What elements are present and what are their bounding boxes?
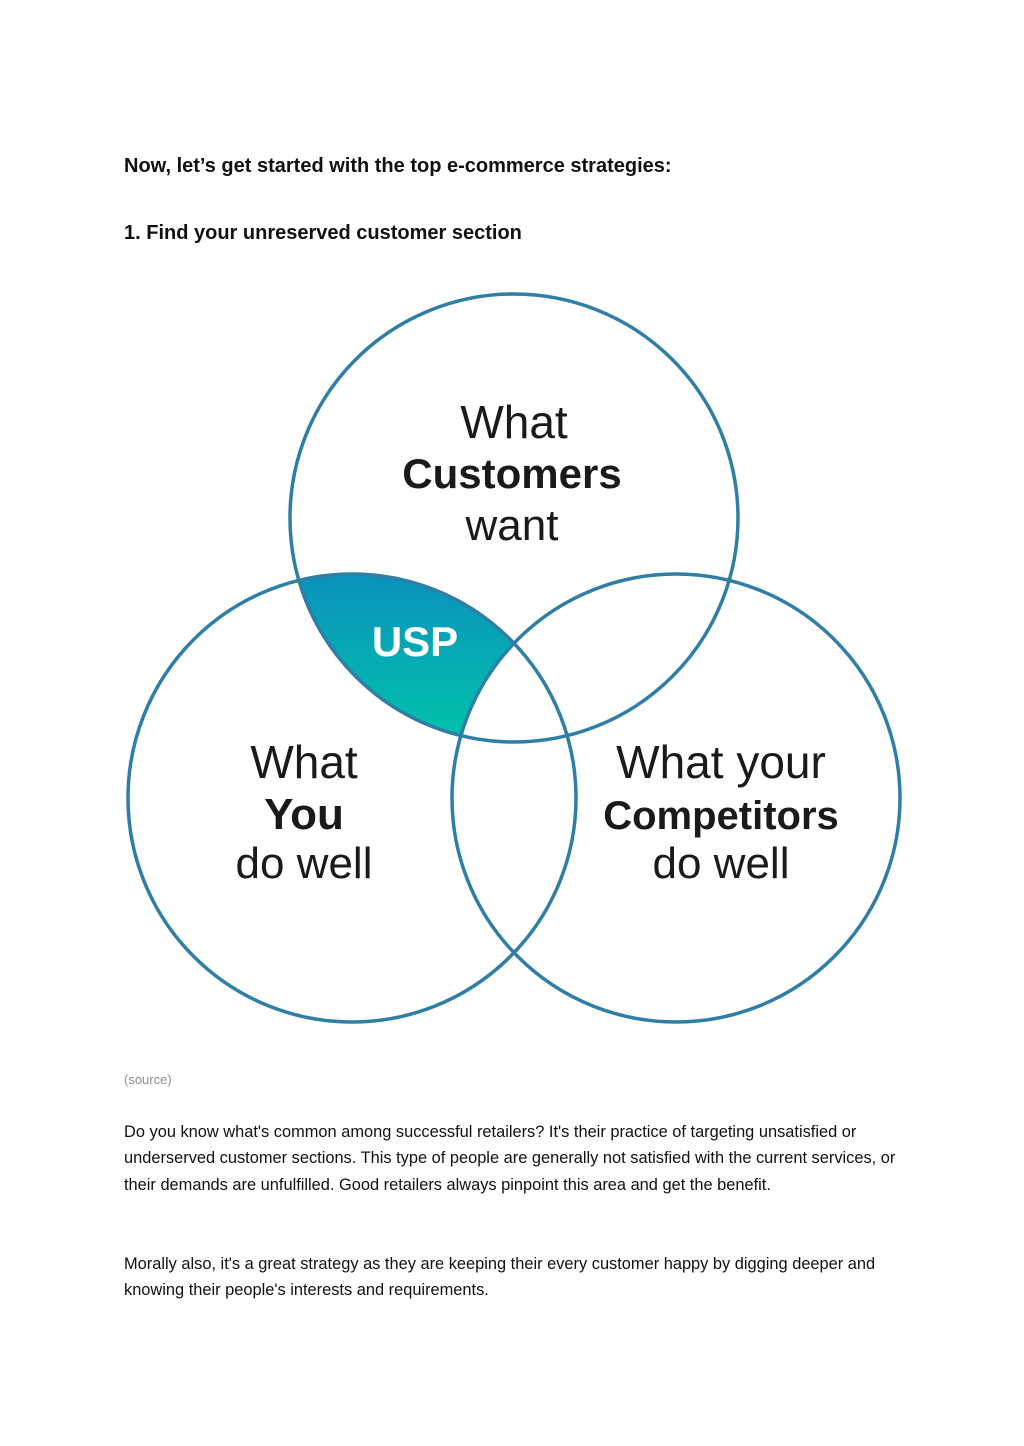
usp-venn-diagram: What Customers want What You do well Wha… bbox=[0, 280, 1024, 1040]
competitors-line1: What your bbox=[616, 736, 826, 788]
body-paragraph-2: Morally also, it's a great strategy as t… bbox=[124, 1255, 876, 1300]
customers-line1: What bbox=[460, 396, 568, 448]
customers-line2: Customers bbox=[402, 450, 621, 497]
body-paragraph-1: Do you know what's common among successf… bbox=[124, 1123, 896, 1194]
competitors-line3: do well bbox=[653, 839, 790, 888]
usp-label: USP bbox=[372, 618, 458, 665]
customers-circle bbox=[288, 292, 740, 744]
competitors-circle bbox=[450, 572, 902, 1024]
you-line1: What bbox=[250, 736, 358, 788]
customers-line3: want bbox=[465, 501, 559, 550]
you-line2: You bbox=[264, 790, 344, 839]
image-source-caption: (source) bbox=[124, 1072, 172, 1087]
section-heading: 1. Find your unreserved customer section bbox=[124, 222, 522, 244]
competitors-line2: Competitors bbox=[603, 794, 839, 838]
you-line3: do well bbox=[236, 839, 373, 888]
intro-heading: Now, let’s get started with the top e-co… bbox=[124, 155, 672, 177]
you-circle bbox=[126, 572, 578, 1024]
